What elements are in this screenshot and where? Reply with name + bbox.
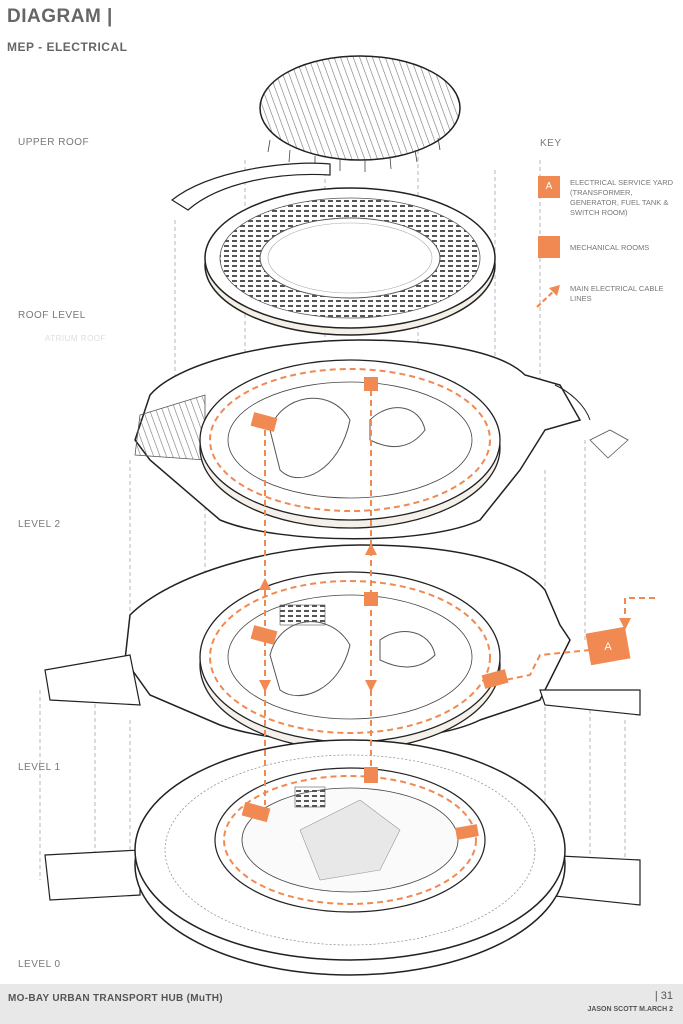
service-yard-marker: A	[604, 641, 612, 653]
legend-cable-label: MAIN ELECTRICAL CABLE LINES	[570, 284, 664, 303]
roof-level-layer	[170, 162, 496, 336]
cable-arrowheads	[259, 543, 631, 692]
legend-cable-arrow-icon	[536, 285, 560, 308]
exploded-axonometric-diagram	[39, 55, 655, 976]
upper-roof-layer	[259, 55, 461, 172]
level-label-level-1: LEVEL 1	[18, 762, 61, 773]
level-1-layer	[44, 544, 655, 751]
footer-project-title: MO-BAY URBAN TRANSPORT HUB (MuTH)	[8, 993, 223, 1004]
footer-author: JASON SCOTT M.ARCH 2	[587, 1006, 673, 1013]
footer-page-number: | 31	[654, 990, 673, 1002]
legend-service-yard-label: ELECTRICAL SERVICE YARD (TRANSFORMER, GE…	[570, 178, 674, 217]
page-title: DIAGRAM |	[7, 6, 113, 27]
level-0-layer	[44, 739, 641, 976]
legend-mechanical-label: MECHANICAL ROOMS	[570, 243, 650, 252]
atrium-roof-ghost-label: ATRIUM ROOF	[45, 334, 106, 343]
level-label-roof-level: ROOF LEVEL	[18, 310, 86, 321]
legend-service-yard-letter: A	[545, 181, 553, 192]
page-subtitle: MEP - ELECTRICAL	[7, 40, 128, 54]
level-label-upper-roof: UPPER ROOF	[18, 137, 90, 148]
legend-service-yard-swatch: A	[538, 176, 560, 198]
level-2-layer	[134, 339, 629, 540]
main-cable-risers	[264, 380, 372, 805]
legend-mechanical-swatch	[538, 236, 560, 258]
level-label-level-0: LEVEL 0	[18, 959, 61, 970]
legend-title: KEY	[540, 138, 562, 149]
footer-bar	[0, 984, 683, 1024]
level-label-level-2: LEVEL 2	[18, 519, 61, 530]
